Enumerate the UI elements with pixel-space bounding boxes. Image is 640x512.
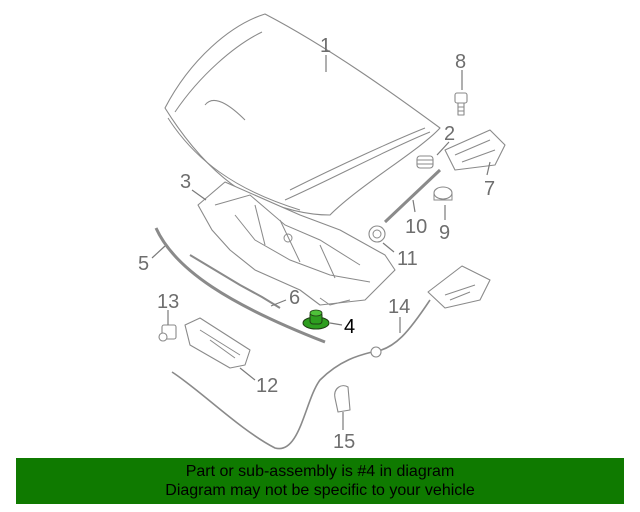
callout-14: 14 <box>388 296 410 318</box>
hood-weatherstrip <box>154 227 326 344</box>
callout-2: 2 <box>444 123 455 145</box>
callout-3: 3 <box>180 171 191 193</box>
bolt <box>454 92 468 116</box>
callout-10: 10 <box>405 216 427 238</box>
notice-line-disclaimer: Diagram may not be specific to your vehi… <box>165 482 475 499</box>
hood-panel <box>164 13 441 216</box>
leader-lines <box>151 55 491 430</box>
release-handle <box>427 265 491 309</box>
retainer-clip-highlighted <box>302 309 330 330</box>
release-cable <box>171 299 431 450</box>
hood-spring <box>416 155 434 169</box>
callout-15: 15 <box>333 431 355 453</box>
callout-9: 9 <box>439 222 450 244</box>
cable-clip <box>370 346 382 358</box>
callout-11: 11 <box>397 248 418 270</box>
hood-hinge <box>444 129 506 171</box>
callout-8: 8 <box>455 51 466 73</box>
hood-inner-frame <box>197 181 396 306</box>
grommet <box>368 225 386 243</box>
callout-5: 5 <box>138 253 149 275</box>
hood-seal <box>189 254 281 309</box>
parts-diagram: 1 2 3 4 5 6 7 8 9 10 11 12 13 14 15 <box>138 13 506 453</box>
notice-line-part: Part or sub-assembly is #4 in diagram <box>185 463 455 480</box>
cable-guide <box>334 385 351 413</box>
callout-1: 1 <box>320 35 331 57</box>
callout-4: 4 <box>344 316 355 338</box>
callout-6: 6 <box>289 287 300 309</box>
hood-latch <box>184 317 251 369</box>
callout-12: 12 <box>256 375 278 397</box>
callout-13: 13 <box>157 291 179 313</box>
hood-switch <box>158 324 177 342</box>
prop-rod <box>383 168 442 224</box>
notice-banner: Part or sub-assembly is #4 in diagram Di… <box>16 458 624 504</box>
hood-bumper <box>433 186 453 201</box>
callout-7: 7 <box>484 178 495 200</box>
